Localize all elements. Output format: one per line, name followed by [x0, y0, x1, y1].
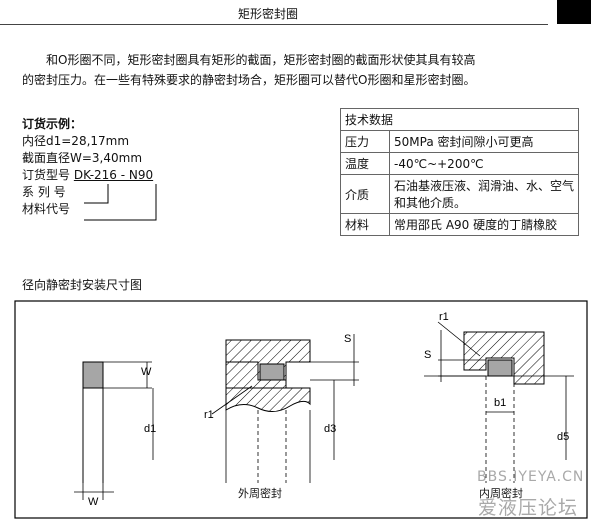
spec-value: -40℃~+200℃ — [389, 152, 579, 175]
header-rule — [0, 24, 548, 25]
spec-key: 温度 — [340, 152, 390, 175]
dim-label-s-inner: S — [424, 349, 431, 361]
order-model-row: 订货型号 DK-216 - N90 — [22, 167, 153, 184]
order-series-label: 系 列 号 — [22, 185, 66, 199]
dim-label-w-bottom: W — [88, 496, 99, 508]
spec-title-row: 技术数据 — [340, 108, 579, 131]
intro-paragraph: 和O形圈不同，矩形密封圈具有矩形的截面，矩形密封圈的截面形状使其具有较高 的密封… — [22, 50, 582, 90]
order-example: 订货示例： 内径d1=28,17mm 截面直径W=3,40mm 订货型号 DK-… — [22, 116, 153, 218]
dim-label-r1-outer: r1 — [204, 409, 214, 421]
order-material-label: 材料代号 — [22, 202, 71, 216]
drawing-section-title: 径向静密封安装尺寸图 — [22, 278, 143, 292]
seal-section-view: W d1 W — [74, 361, 156, 508]
watermark-url: BBS.IYEYA.CN — [477, 469, 585, 485]
spec-row: 压力 50MPa 密封间隙小可更高 — [340, 130, 579, 153]
page-title: 矩形密封圈 — [238, 7, 299, 21]
spec-row: 温度 -40℃~+200℃ — [340, 152, 579, 175]
order-series-row: 系 列 号 — [22, 184, 153, 201]
order-section-diameter: 截面直径W=3,40mm — [22, 151, 143, 165]
header-black-block — [557, 0, 591, 24]
spec-value: 50MPa 密封间隙小可更高 — [389, 130, 579, 153]
order-inner-diameter: 内径d1=28,17mm — [22, 134, 130, 148]
dim-label-r1-inner: r1 — [439, 311, 449, 323]
seal-cross-section — [82, 361, 104, 389]
caption-inner-seal: 内周密封 — [479, 487, 523, 500]
spec-value: 常用邵氏 A90 硬度的丁腈橡胶 — [389, 213, 579, 236]
dim-label-d3: d3 — [324, 423, 336, 435]
spec-key: 材料 — [340, 213, 390, 236]
order-model-value: DK-216 - N90 — [73, 168, 154, 182]
outer-seal-view: S d3 r1 — [204, 333, 359, 483]
order-heading: 订货示例： — [22, 117, 83, 131]
watermark-name: 爱液压论坛 — [478, 497, 579, 519]
intro-line-1: 和O形圈不同，矩形密封圈具有矩形的截面，矩形密封圈的截面形状使其具有较高 — [46, 53, 476, 67]
intro-line-2: 的密封压力。在一些有特殊要求的静密封场合，矩形圈可以替代O形圈和星形密封圈。 — [22, 73, 476, 87]
outer-seal-element — [259, 363, 285, 381]
installation-drawing: W d1 W S d3 r1 b1 S — [14, 300, 588, 519]
dim-label-d5: d5 — [557, 431, 569, 443]
inner-seal-element — [487, 359, 513, 377]
spec-value: 石油基液压液、润滑油、水、空气和其他介质。 — [389, 174, 579, 214]
spec-key: 介质 — [340, 174, 390, 214]
inner-seal-view: b1 S r1 d5 — [424, 311, 574, 483]
dim-label-b1: b1 — [494, 397, 506, 409]
spec-key: 压力 — [340, 130, 390, 153]
spec-table: 技术数据 压力 50MPa 密封间隙小可更高 温度 -40℃~+200℃ 介质 … — [340, 108, 579, 236]
dim-label-s: S — [344, 333, 351, 345]
order-model-label: 订货型号 — [22, 168, 71, 182]
dim-label-w: W — [141, 366, 152, 378]
order-material-row: 材料代号 — [22, 201, 153, 218]
spec-title: 技术数据 — [340, 108, 579, 131]
spec-row: 材料 常用邵氏 A90 硬度的丁腈橡胶 — [340, 213, 579, 236]
caption-outer-seal: 外周密封 — [238, 487, 282, 500]
spec-row: 介质 石油基液压液、润滑油、水、空气和其他介质。 — [340, 174, 579, 214]
dim-label-d1: d1 — [144, 423, 156, 435]
drawing-frame — [14, 300, 588, 519]
